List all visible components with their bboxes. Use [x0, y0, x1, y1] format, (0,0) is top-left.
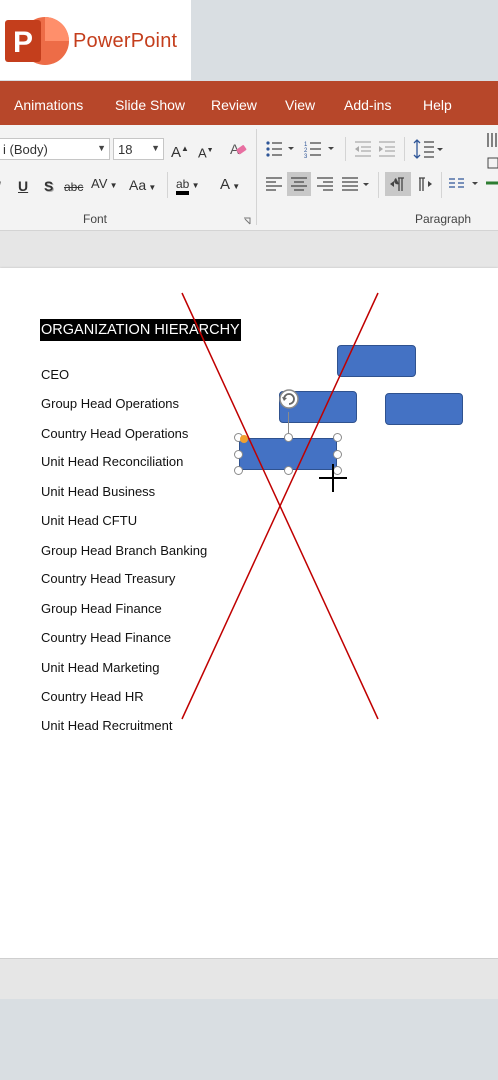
hierarchy-item[interactable]: Country Head Treasury [41, 571, 176, 586]
hierarchy-item[interactable]: Country Head Finance [41, 630, 172, 645]
shrink-font-label: A [198, 145, 207, 161]
hierarchy-item[interactable]: Unit Head Marketing [41, 660, 160, 675]
bullets-icon[interactable] [265, 139, 295, 159]
font-color-label: A [220, 176, 231, 193]
font-size-combo[interactable]: 18 ▼ [113, 138, 164, 160]
resize-handle[interactable] [234, 450, 243, 459]
resize-handle[interactable] [234, 466, 243, 475]
separator [345, 137, 346, 161]
status-area [0, 958, 498, 999]
tab-view[interactable]: View [285, 97, 316, 113]
tab-review[interactable]: Review [211, 97, 257, 113]
slide-canvas[interactable]: ORGANIZATION HIERARCHY CEO Group Head Op… [0, 268, 498, 958]
align-right-icon[interactable] [316, 175, 334, 193]
shrink-font-button[interactable]: A▼ [198, 145, 214, 161]
change-case-label: Aa [129, 177, 147, 193]
resize-handle[interactable] [333, 433, 342, 442]
strikethrough-button[interactable]: abc [64, 178, 83, 196]
font-name-value: i (Body) [3, 142, 48, 157]
svg-text:1: 1 [304, 142, 308, 148]
align-center-icon [291, 177, 307, 191]
svg-text:2: 2 [304, 148, 308, 154]
highlight-label: ab [176, 177, 190, 195]
ribbon-tab-bar: Animations Slide Show Review View Add-in… [0, 81, 498, 125]
font-color-button[interactable]: A ▼ [220, 176, 241, 193]
resize-handle[interactable] [333, 450, 342, 459]
hierarchy-item[interactable]: CEO [41, 367, 70, 382]
character-spacing-button[interactable]: AV ▼ [91, 176, 118, 191]
decrease-indent-icon[interactable] [353, 139, 373, 159]
font-size-value: 18 [118, 142, 133, 157]
separator [378, 172, 379, 198]
rotate-handle-icon[interactable] [278, 388, 300, 410]
hierarchy-item[interactable]: Country Head Operations [41, 426, 189, 441]
tab-help[interactable]: Help [423, 97, 452, 113]
grow-font-label: A [171, 144, 182, 161]
powerpoint-logo-icon: P [5, 17, 69, 65]
shadow-label: S [44, 178, 54, 194]
left-to-right-icon [390, 177, 404, 191]
hierarchy-item[interactable]: Group Head Finance [41, 601, 162, 616]
character-spacing-label: AV [91, 176, 108, 191]
svg-text:P: P [13, 26, 33, 59]
increase-indent-icon[interactable] [377, 139, 397, 159]
underline-label: U [18, 178, 29, 194]
hierarchy-item[interactable]: Unit Head Recruitment [41, 718, 173, 733]
group-separator [256, 129, 257, 225]
workspace-background [0, 231, 498, 268]
numbering-icon[interactable]: 1 2 3 [304, 139, 336, 159]
hierarchy-item[interactable]: Unit Head Reconciliation [41, 454, 184, 469]
org-chart-box[interactable] [385, 393, 463, 425]
grow-font-button[interactable]: A▲ [171, 144, 189, 161]
font-name-combo[interactable]: i (Body) ▼ [0, 138, 110, 160]
align-center-button[interactable] [287, 172, 311, 196]
tab-slide-show[interactable]: Slide Show [115, 97, 186, 113]
ribbon-toolbar: i (Body) ▼ 18 ▼ A▲ A▼ A I U S abc AV ▼ A… [0, 125, 498, 231]
change-case-button[interactable]: Aa ▼ [129, 177, 157, 193]
resize-handle[interactable] [284, 433, 293, 442]
slide-title[interactable]: ORGANIZATION HIERARCHY [40, 319, 241, 341]
shadow-button[interactable]: S [44, 177, 53, 195]
paragraph-group-label: Paragraph [415, 212, 472, 226]
tab-animations[interactable]: Animations [14, 97, 84, 113]
separator [404, 137, 405, 161]
columns-icon[interactable] [448, 175, 482, 193]
hierarchy-item[interactable]: Group Head Operations [41, 396, 180, 411]
align-left-icon[interactable] [265, 175, 283, 193]
org-chart-box[interactable] [337, 345, 416, 377]
font-group-label: Font [83, 212, 108, 226]
text-direction-icon[interactable] [485, 130, 498, 192]
app-logo-area: P PowerPoint [0, 0, 191, 80]
hierarchy-item[interactable]: Group Head Branch Banking [41, 543, 208, 558]
left-to-right-button[interactable] [385, 172, 411, 196]
adjustment-handle[interactable] [240, 435, 248, 443]
strikethrough-label: abc [64, 180, 84, 194]
resize-handle[interactable] [284, 466, 293, 475]
italic-button[interactable]: I [0, 177, 1, 195]
chevron-down-icon[interactable]: ▼ [97, 143, 106, 153]
app-name: PowerPoint [73, 30, 178, 52]
underline-button[interactable]: U [18, 177, 28, 195]
separator [167, 172, 168, 198]
right-to-left-icon[interactable] [415, 175, 433, 193]
line-spacing-icon[interactable] [413, 138, 445, 160]
hierarchy-item[interactable]: Country Head HR [41, 689, 144, 704]
chevron-down-icon[interactable]: ▼ [151, 143, 160, 153]
separator [441, 172, 442, 198]
clear-formatting-icon[interactable]: A [228, 139, 248, 159]
svg-text:A: A [230, 141, 240, 157]
resize-handle[interactable] [333, 466, 342, 475]
hierarchy-item[interactable]: Unit Head Business [41, 484, 156, 499]
svg-text:3: 3 [304, 154, 308, 159]
tab-add-ins[interactable]: Add-ins [344, 97, 392, 113]
justify-icon[interactable] [341, 175, 371, 193]
dialog-launcher-icon[interactable] [243, 217, 251, 225]
text-highlight-button[interactable]: ab ▼ [176, 175, 200, 195]
hierarchy-item[interactable]: Unit Head CFTU [41, 513, 138, 528]
